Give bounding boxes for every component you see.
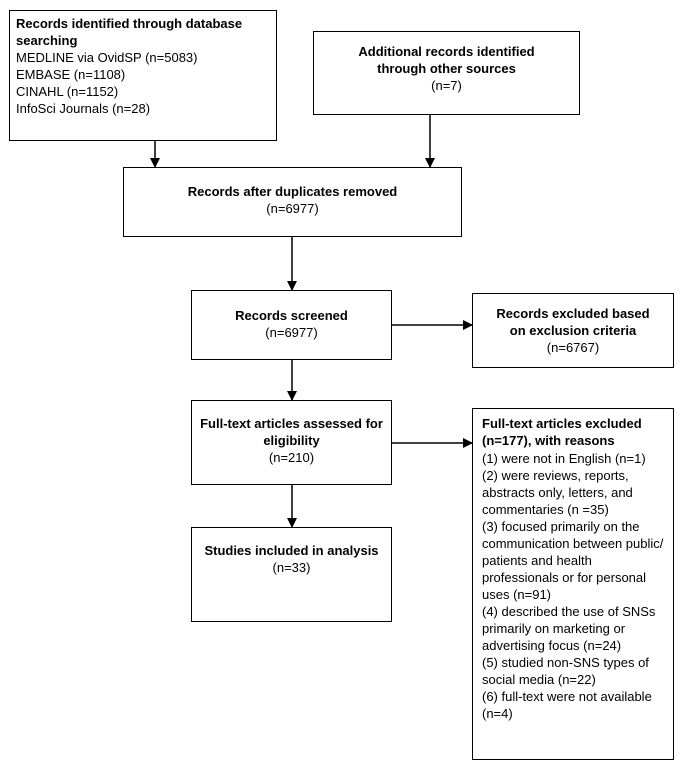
other-sources-count: (n=7) — [431, 78, 462, 93]
duplicates-removed-count: (n=6977) — [266, 201, 319, 216]
database-item: CINAHL (n=1152) — [16, 84, 119, 99]
database-item: EMBASE (n=1108) — [16, 67, 126, 82]
exclusion-reason: (6) full-text were not available (n=4) — [482, 689, 652, 721]
studies-included-count: (n=33) — [272, 560, 311, 575]
box-eligibility: Full-text articles assessed for eligibil… — [191, 400, 392, 485]
eligibility-title: Full-text articles assessed for eligibil… — [200, 416, 383, 448]
box-records-excluded: Records excluded based on exclusion crit… — [472, 293, 674, 368]
box-database-searching: Records identified through database sear… — [9, 10, 277, 141]
exclusion-reason: (3) focused primarily on the communicati… — [482, 519, 664, 602]
box-records-screened: Records screened (n=6977) — [191, 290, 392, 360]
database-item: InfoSci Journals (n=28) — [16, 101, 151, 116]
duplicates-removed-title: Records after duplicates removed — [187, 184, 398, 199]
box-duplicates-removed: Records after duplicates removed (n=6977… — [123, 167, 462, 237]
eligibility-count: (n=210) — [268, 450, 315, 465]
records-excluded-count: (n=6767) — [546, 340, 600, 355]
exclusion-reason: (2) were reviews, reports, abstracts onl… — [482, 468, 633, 517]
records-screened-count: (n=6977) — [265, 325, 318, 340]
studies-included-title: Studies included in analysis — [204, 543, 379, 558]
box-fulltext-excluded: Full-text articles excluded (n=177), wit… — [472, 408, 674, 760]
database-item: MEDLINE via OvidSP (n=5083) — [16, 50, 198, 65]
box-other-sources: Additional records identified through ot… — [313, 31, 580, 115]
records-screened-title: Records screened — [235, 308, 348, 323]
database-searching-title: Records identified through database sear… — [16, 16, 243, 48]
records-excluded-title: Records excluded based on exclusion crit… — [496, 306, 650, 338]
other-sources-title: Additional records identified through ot… — [358, 44, 535, 76]
exclusion-reason: (1) were not in English (n=1) — [482, 451, 646, 466]
box-studies-included: Studies included in analysis (n=33) — [191, 527, 392, 622]
exclusion-reason: (4) described the use of SNSs primarily … — [482, 604, 656, 653]
fulltext-excluded-title: Full-text articles excluded (n=177), wit… — [482, 416, 642, 448]
exclusion-reason: (5) studied non-SNS types of social medi… — [482, 655, 649, 687]
